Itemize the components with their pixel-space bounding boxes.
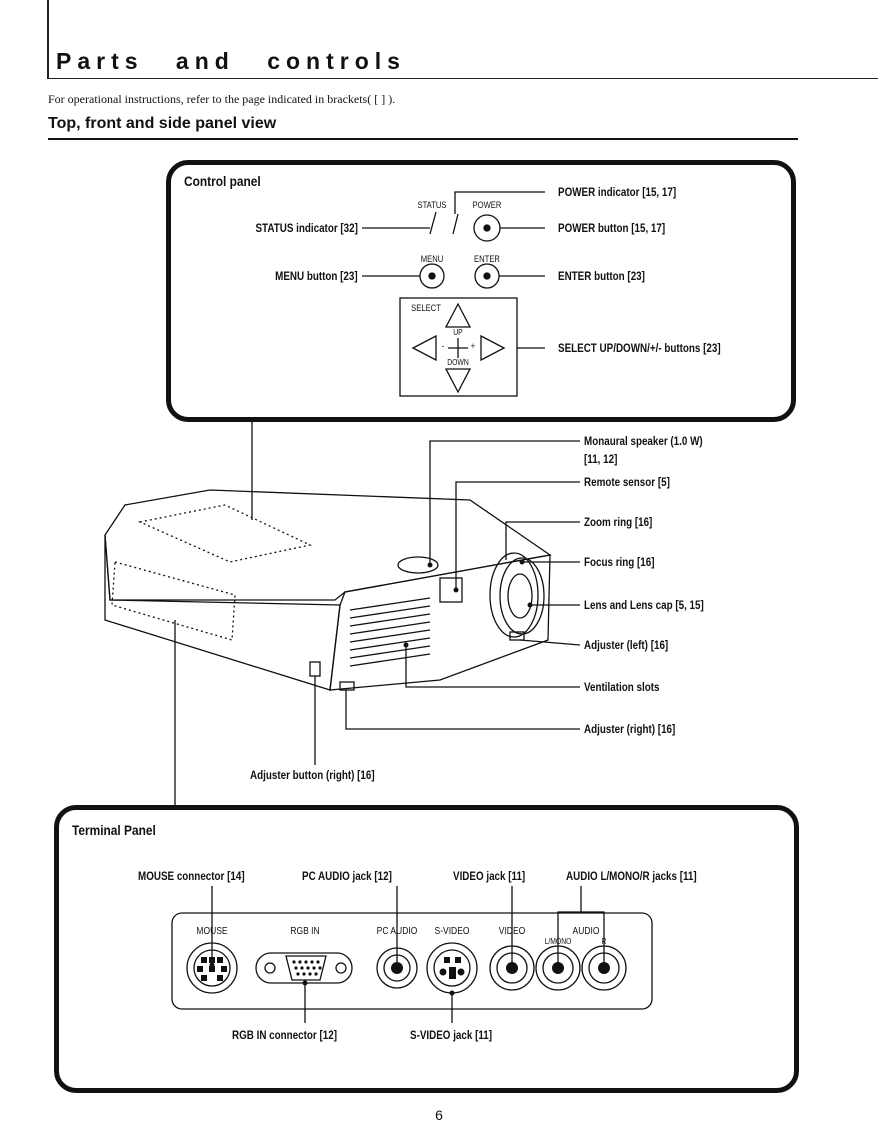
minus-printed-label: - <box>441 341 445 351</box>
pc-audio-printed-label: PC AUDIO <box>376 926 418 937</box>
s-video-printed-label: S-VIDEO <box>434 926 470 937</box>
reference-note: For operational instructions, refer to t… <box>48 92 396 106</box>
focus-ring-label: Focus ring [16] <box>584 555 655 569</box>
title-frame <box>47 0 878 79</box>
power-printed-label: POWER <box>472 200 502 210</box>
down-arrow-icon <box>444 368 472 394</box>
down-printed-label: DOWN <box>447 358 469 367</box>
rgb-in-connector-label: RGB IN connector [12] <box>232 1028 337 1042</box>
video-printed-label: VIDEO <box>498 926 526 937</box>
power-indicator-mark <box>452 213 459 235</box>
control-panel-frame <box>166 160 796 422</box>
rgb-in-printed-label: RGB IN <box>290 926 320 937</box>
mouse-printed-label: MOUSE <box>196 926 228 937</box>
pc-audio-jack-label: PC AUDIO jack [12] <box>302 869 392 883</box>
menu-printed-label: MENU <box>420 254 444 264</box>
ventilation-label: Ventilation slots <box>584 680 660 694</box>
adjuster-left-label: Adjuster (left) [16] <box>584 638 669 652</box>
adjuster-right-label: Adjuster (right) [16] <box>584 722 676 736</box>
menu-button-label: MENU button [23] <box>275 269 358 283</box>
select-buttons-label: SELECT UP/DOWN/+/- buttons [23] <box>558 341 721 355</box>
select-box <box>399 297 518 397</box>
right-arrow-icon <box>480 334 506 362</box>
select-printed-label: SELECT <box>411 303 441 313</box>
power-indicator-label: POWER indicator [15, 17] <box>558 185 677 199</box>
terminal-strip <box>171 912 653 1010</box>
audio-printed-label: AUDIO <box>572 926 600 937</box>
remote-sensor-label: Remote sensor [5] <box>584 475 670 489</box>
status-indicator-label: STATUS indicator [32] <box>255 221 358 235</box>
terminal-panel-frame <box>54 805 799 1093</box>
up-arrow-icon <box>444 302 472 328</box>
terminal-panel-title: Terminal Panel <box>72 822 156 838</box>
page-title: Parts and controls <box>56 48 406 74</box>
mouse-connector-label: MOUSE connector [14] <box>138 869 245 883</box>
power-button-label: POWER button [15, 17] <box>558 221 666 235</box>
l-mono-printed-label: L/MONO <box>544 937 572 946</box>
rgb-in-connector-drawing <box>255 952 353 984</box>
up-printed-label: UP <box>453 328 463 337</box>
enter-button-label: ENTER button [23] <box>558 269 645 283</box>
status-printed-label: STATUS <box>417 200 447 210</box>
speaker-label: Monaural speaker (1.0 W) <box>584 434 703 448</box>
control-panel-title: Control panel <box>184 173 261 189</box>
audio-jacks-label: AUDIO L/MONO/R jacks [11] <box>566 869 697 883</box>
section-rule <box>48 138 798 140</box>
ventilation-slots <box>349 597 431 667</box>
section-heading: Top, front and side panel view <box>48 115 277 132</box>
s-video-jack-label: S-VIDEO jack [11] <box>410 1028 493 1042</box>
status-indicator-mark <box>429 211 437 235</box>
video-jack-label: VIDEO jack [11] <box>453 869 526 883</box>
r-printed-label: R <box>601 937 607 946</box>
lens-label: Lens and Lens cap [5, 15] <box>584 598 704 612</box>
left-arrow-icon <box>411 334 437 362</box>
speaker-pages-label: [11, 12] <box>584 452 618 466</box>
plus-printed-label: + <box>470 341 476 351</box>
projector-body <box>104 489 552 691</box>
adjuster-button-label: Adjuster button (right) [16] <box>250 768 375 782</box>
zoom-ring-label: Zoom ring [16] <box>584 515 653 529</box>
enter-printed-label: ENTER <box>474 254 500 264</box>
page-number: 6 <box>435 1107 443 1123</box>
